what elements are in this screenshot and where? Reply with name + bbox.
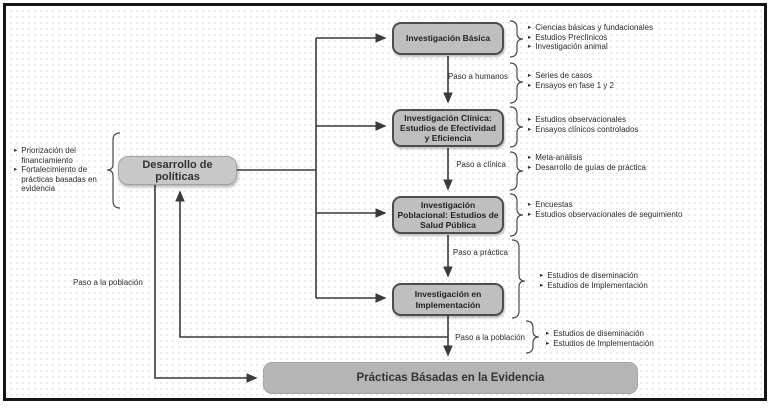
- practice-box-label: Prácticas Básadas en la Evidencia: [356, 372, 545, 384]
- basica-bullet-list: ▸Ciencias básicas y fundacionales ▸Estud…: [528, 23, 653, 52]
- stage-box-investigacion-implementacion: Investigación en Implementación: [392, 283, 504, 316]
- bullet-icon: ▸: [528, 116, 532, 123]
- bullet-icon: ▸: [528, 125, 532, 133]
- frame-border: [3, 3, 767, 401]
- list-item: ▸Estudios de diseminación: [540, 271, 648, 281]
- bullet-icon: ▸: [14, 147, 18, 154]
- bullet-icon: ▸: [546, 330, 550, 337]
- list-item: ▸Estudios observacionales de seguimiento: [528, 210, 682, 220]
- arrow-policy-to-practicas: [154, 185, 258, 383]
- bullet-icon: ▸: [540, 281, 544, 289]
- brace-paso-poblacion: [525, 320, 540, 354]
- list-item: ▸Estudios de Implementación: [540, 281, 648, 291]
- policy-bullet-list: ▸ Priorización del financiamiento ▸ Fort…: [14, 146, 110, 194]
- bullet-icon: ▸: [540, 272, 544, 279]
- implementacion-bullet-list: ▸Estudios de diseminación ▸Estudios de I…: [540, 271, 648, 290]
- bullet-icon: ▸: [528, 163, 532, 171]
- list-item: ▸Estudios observacionales: [528, 115, 638, 125]
- transition-label-paso-practica: Paso a práctica: [452, 248, 508, 257]
- bullet-text: Series de casos: [535, 71, 593, 80]
- bullet-icon: ▸: [528, 201, 532, 208]
- stage-box-label: Investigación Clínica: Estudios de Efect…: [400, 112, 496, 144]
- list-item: ▸Series de casos: [528, 71, 614, 81]
- list-item: ▸Ensayos clínicos controlados: [528, 125, 638, 135]
- bullet-icon: ▸: [14, 166, 18, 174]
- bullet-text: Estudios de Implementación: [547, 280, 648, 290]
- stage-box-investigacion-clinica: Investigación Clínica: Estudios de Efect…: [392, 109, 504, 147]
- brace-clinica: [509, 106, 524, 148]
- list-item: ▸ Fortalecimiento de prácticas basadas e…: [14, 165, 110, 194]
- paso-clinica-bullet-list: ▸Meta-análisis ▸Desarrollo de guías de p…: [528, 153, 646, 172]
- brace-paso-clinica: [509, 151, 524, 191]
- arrow-poblacion-to-policy: [175, 190, 448, 338]
- clinica-bullet-list: ▸Estudios observacionales ▸Ensayos clíni…: [528, 115, 638, 134]
- bullet-text: Ensayos clínicos controlados: [535, 124, 639, 134]
- brace-poblacional: [509, 193, 524, 237]
- stage-box-label: Investigación en Implementación: [414, 289, 482, 310]
- policy-box: Desarrollo de políticas: [118, 156, 237, 185]
- bullet-text: Meta-análisis: [535, 153, 583, 162]
- bullet-icon: ▸: [528, 81, 532, 89]
- bullet-text: Investigación animal: [535, 42, 608, 52]
- list-item: ▸Encuestas: [528, 200, 682, 210]
- bullet-text: Ciencias básicas y fundacionales: [535, 23, 654, 32]
- bullet-icon: ▸: [546, 339, 550, 347]
- bullet-icon: ▸: [528, 72, 532, 79]
- bullet-icon: ▸: [528, 210, 532, 218]
- list-item: ▸Meta-análisis: [528, 153, 646, 163]
- bullet-text: Estudios de diseminación: [547, 271, 638, 280]
- list-item: ▸Estudios de Implementación: [546, 339, 654, 349]
- policy-box-label: Desarrollo de políticas: [142, 158, 213, 183]
- brace-paso-practica-implementacion: [511, 239, 526, 319]
- list-item: ▸Estudios de diseminación: [546, 329, 654, 339]
- practice-box: Prácticas Básadas en la Evidencia: [263, 362, 638, 394]
- bullet-icon: ▸: [528, 33, 532, 41]
- poblacional-bullet-list: ▸Encuestas ▸Estudios observacionales de …: [528, 200, 682, 219]
- stage-box-investigacion-basica: Investigación Básica: [392, 22, 504, 55]
- transition-label-paso-clinica: Paso a clínica: [456, 160, 506, 169]
- list-item: ▸Desarrollo de guías de práctica: [528, 163, 646, 173]
- list-item: ▸ Priorización del financiamiento: [14, 146, 110, 165]
- bullet-text: Ensayos en fase 1 y 2: [535, 80, 614, 90]
- bullet-icon: ▸: [528, 154, 532, 161]
- list-item: ▸Estudios Preclínicos: [528, 33, 653, 43]
- paso-humanos-bullet-list: ▸Series de casos ▸Ensayos en fase 1 y 2: [528, 71, 614, 90]
- brace-paso-humanos: [509, 62, 524, 104]
- brace-policy-bullets: [106, 132, 121, 209]
- bullet-text: Encuestas: [535, 200, 573, 209]
- brace-basica: [509, 20, 524, 58]
- bullet-text: Fortalecimiento de prácticas basadas en …: [21, 165, 97, 194]
- bullet-text: Priorización del financiamiento: [21, 146, 76, 165]
- stage-box-label: Investigación Poblacional: Estudios de S…: [397, 199, 499, 231]
- transition-label-paso-poblacion: Paso a la población: [455, 333, 525, 342]
- bullet-icon: ▸: [528, 24, 532, 31]
- list-item: ▸Investigación animal: [528, 42, 653, 52]
- bullet-text: Estudios observacionales de seguimiento: [535, 209, 683, 219]
- list-item: ▸Ciencias básicas y fundacionales: [528, 23, 653, 33]
- bullet-text: Estudios Preclínicos: [535, 32, 608, 42]
- policy-feedback-label: Paso a la población: [73, 278, 143, 287]
- bullet-text: Estudios de Implementación: [553, 338, 654, 348]
- stage-box-label: Investigación Básica: [405, 33, 491, 44]
- bullet-text: Estudios de diseminación: [553, 329, 644, 338]
- list-item: ▸Ensayos en fase 1 y 2: [528, 81, 614, 91]
- bullet-text: Estudios observacionales: [535, 115, 626, 124]
- transition-label-paso-humanos: Paso a humanos: [447, 72, 508, 81]
- bullet-icon: ▸: [528, 43, 532, 51]
- stage-box-investigacion-poblacional: Investigación Poblacional: Estudios de S…: [392, 196, 504, 234]
- paso-poblacion-bullet-list: ▸Estudios de diseminación ▸Estudios de I…: [546, 329, 654, 348]
- bullet-text: Desarrollo de guías de práctica: [535, 162, 646, 172]
